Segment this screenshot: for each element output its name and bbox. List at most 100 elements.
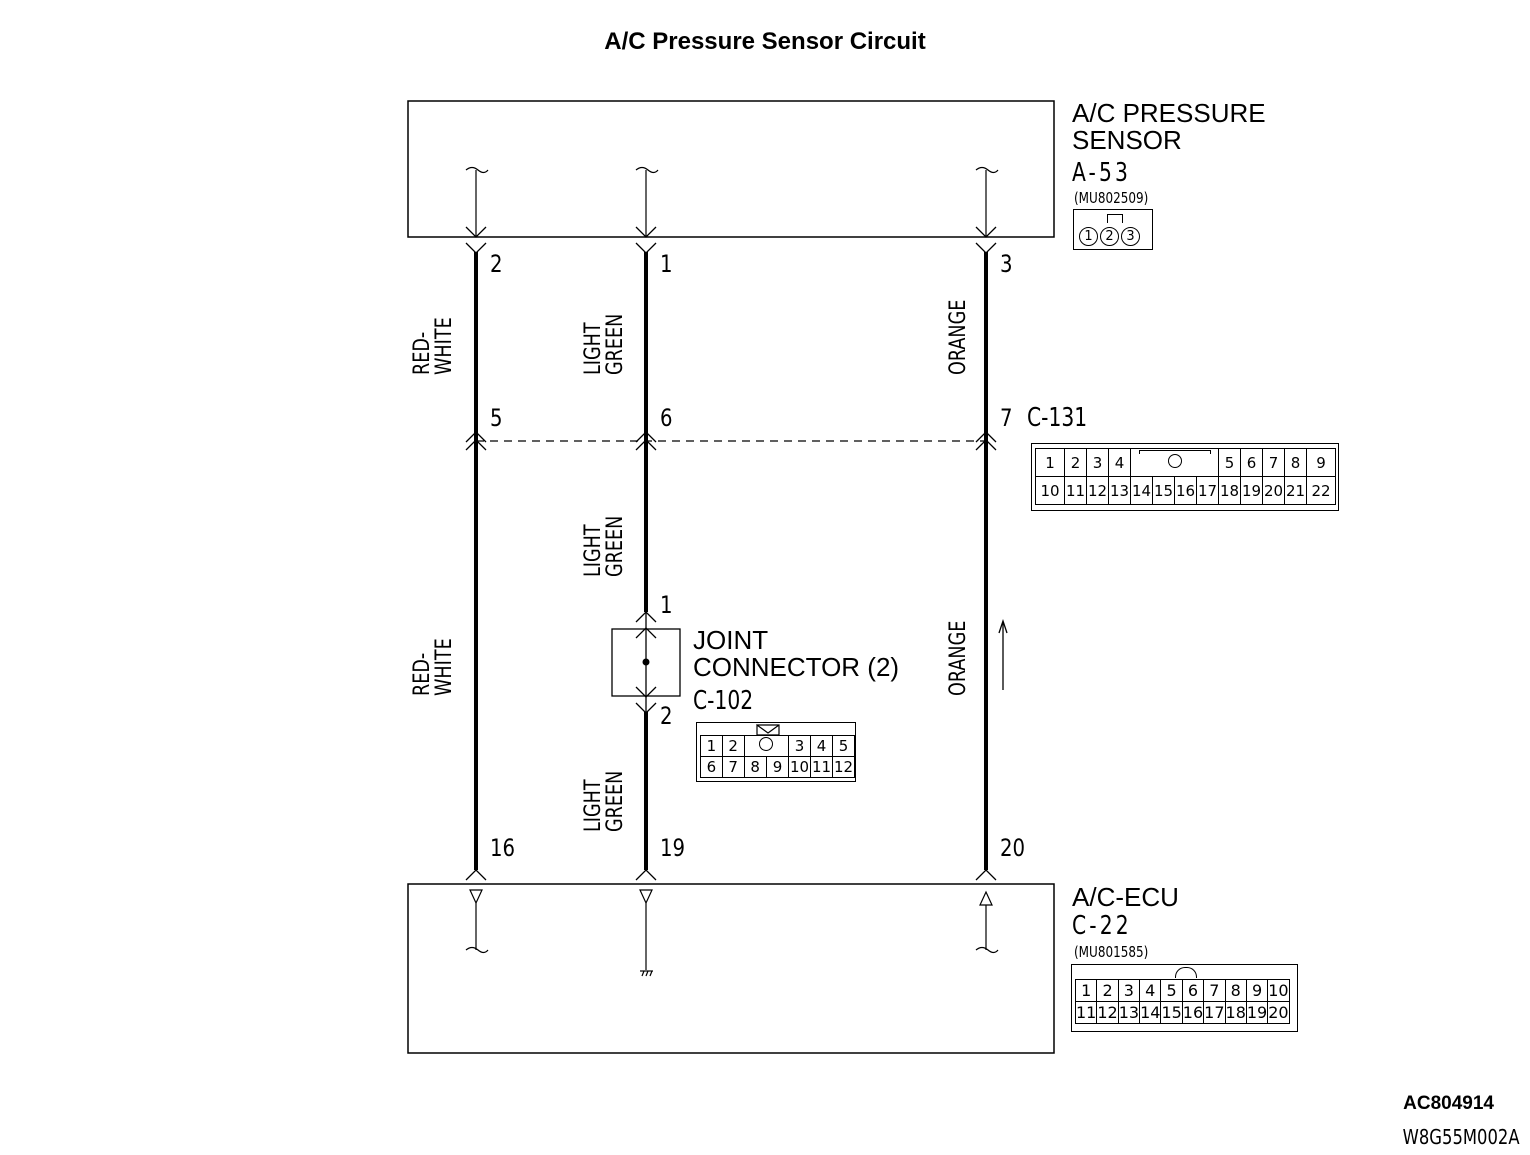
ecu-name: A/C-ECU (1072, 882, 1179, 912)
pin-label-ecu-19: 19 (660, 834, 686, 862)
c102-key-circle (743, 735, 790, 757)
pin-label-c131-7: 7 (1000, 404, 1013, 432)
pin-label-c131-5: 5 (490, 404, 503, 432)
wire-color-lower-red-white: RED- WHITE (410, 638, 457, 696)
c22-pin: 20 (1267, 1001, 1290, 1024)
diagram-title: A/C Pressure Sensor Circuit (604, 28, 926, 55)
c22-pin-grid: 1 2 3 4 5 6 7 8 9 10 11 12 13 14 15 16 1… (1074, 979, 1290, 1024)
sensor-pin: 3 (1121, 227, 1140, 246)
wire-color-upper-light-green: LIGHT GREEN (581, 313, 628, 375)
c102-pin: 8 (743, 756, 767, 778)
c22-pin: 9 (1245, 979, 1269, 1002)
c131-pin: 15 (1152, 476, 1175, 505)
sensor-connector-face: 1 2 3 (1073, 209, 1153, 250)
c22-pin: 17 (1203, 1001, 1226, 1024)
c131-connector-face: 1 2 3 4 5 6 7 8 9 10 11 12 13 14 15 16 1… (1031, 443, 1339, 511)
wire-color-lower-light-green: LIGHT GREEN (581, 770, 628, 832)
c131-pin: 5 (1218, 448, 1241, 477)
current-direction-arrow-icon (998, 618, 1008, 690)
c22-pin: 5 (1160, 979, 1183, 1002)
c22-pin: 4 (1139, 979, 1162, 1002)
c131-pin: 10 (1035, 476, 1065, 505)
pin-label-joint-out: 2 (660, 702, 673, 730)
c131-connector-id: C-131 (1027, 403, 1088, 433)
c131-pin: 9 (1306, 448, 1336, 477)
c131-pin: 21 (1284, 476, 1307, 505)
c22-pin: 15 (1160, 1001, 1183, 1024)
c102-pin: 1 (700, 735, 723, 757)
c131-pin: 2 (1064, 448, 1087, 477)
pin-label-sensor-3: 3 (1000, 250, 1013, 278)
pin-label-c131-6: 6 (660, 404, 673, 432)
sensor-connector-id: A-53 (1072, 158, 1132, 188)
c131-pin: 13 (1108, 476, 1131, 505)
pin-label-sensor-2: 2 (490, 250, 503, 278)
ground-icon (640, 970, 653, 977)
c22-pin: 7 (1203, 979, 1226, 1002)
wire-color-upper-red-white: RED- WHITE (410, 317, 457, 375)
figure-id: AC804914 (1403, 1093, 1494, 1114)
c131-pin: 11 (1064, 476, 1087, 505)
joint-connector-id: C-102 (693, 686, 754, 716)
joint-chevrons (635, 611, 657, 714)
ecu-box (407, 883, 1055, 1054)
c102-pin: 6 (700, 756, 723, 778)
pin-label-sensor-1: 1 (660, 250, 673, 278)
joint-name-line2: CONNECTOR (2) (693, 652, 900, 682)
c22-pin: 6 (1181, 979, 1205, 1002)
joint-splice-dot (642, 658, 650, 666)
document-code: W8G55M002A (1403, 1125, 1520, 1149)
c102-pin-grid: 1 2 3 4 5 6 7 8 9 10 11 12 (700, 735, 855, 778)
c22-connector-face: 1 2 3 4 5 6 7 8 9 10 11 12 13 14 15 16 1… (1071, 964, 1298, 1032)
c102-pin: 7 (721, 756, 745, 778)
c131-pin: 12 (1086, 476, 1109, 505)
c22-pin: 16 (1181, 1001, 1205, 1024)
ecu-connector-chevrons (465, 869, 997, 881)
c102-connector-face: 1 2 3 4 5 6 7 8 9 10 11 12 (696, 722, 856, 782)
c102-pin: 3 (788, 735, 812, 757)
c22-pin: 10 (1267, 979, 1290, 1002)
sensor-pin: 1 (1079, 227, 1098, 246)
c131-pin: 1 (1035, 448, 1065, 477)
c102-pin: 9 (765, 756, 790, 778)
ecu-connector-id: C-22 (1072, 911, 1132, 941)
wire-color-upper-orange: ORANGE (946, 299, 971, 375)
c22-pin: 18 (1224, 1001, 1247, 1024)
sensor-name-line1: A/C PRESSURE (1072, 98, 1266, 128)
c22-pin: 2 (1096, 979, 1119, 1002)
sensor-name-line2: SENSOR (1072, 125, 1182, 155)
c102-pin: 5 (832, 735, 855, 757)
c22-pin: 13 (1117, 1001, 1141, 1024)
c131-pin: 4 (1108, 448, 1131, 477)
c131-pin: 18 (1218, 476, 1241, 505)
c131-pin-grid: 1 2 3 4 5 6 7 8 9 10 11 12 13 14 15 16 1… (1035, 448, 1336, 505)
sensor-box (407, 100, 1055, 238)
c131-pin: 14 (1130, 476, 1153, 505)
sensor-internal-leads (465, 166, 999, 237)
c22-pin: 12 (1096, 1001, 1119, 1024)
c131-key-circle (1130, 448, 1219, 477)
c102-pin: 10 (788, 756, 812, 778)
sensor-connector-chevrons (465, 226, 997, 254)
c131-pin: 19 (1240, 476, 1263, 505)
ecu-part-number: (MU801585) (1074, 943, 1149, 961)
c22-pin: 1 (1074, 979, 1098, 1002)
joint-name-line1: JOINT (693, 625, 769, 655)
c22-pin: 8 (1224, 979, 1247, 1002)
c102-pin: 2 (721, 735, 745, 757)
c22-pin: 3 (1117, 979, 1141, 1002)
c22-pin: 14 (1139, 1001, 1162, 1024)
pin-label-joint-in: 1 (660, 591, 673, 619)
c131-chevrons (465, 431, 997, 451)
c131-pin: 6 (1240, 448, 1263, 477)
pin-label-ecu-20: 20 (1000, 834, 1026, 862)
c131-pin: 3 (1086, 448, 1109, 477)
c102-pin: 4 (810, 735, 833, 757)
pin-label-ecu-16: 16 (490, 834, 516, 862)
c131-pin: 7 (1262, 448, 1285, 477)
c102-pin: 11 (810, 756, 833, 778)
c102-pin: 12 (832, 756, 855, 778)
c22-pin: 11 (1074, 1001, 1098, 1024)
wire-color-middle-light-green: LIGHT GREEN (581, 515, 628, 577)
